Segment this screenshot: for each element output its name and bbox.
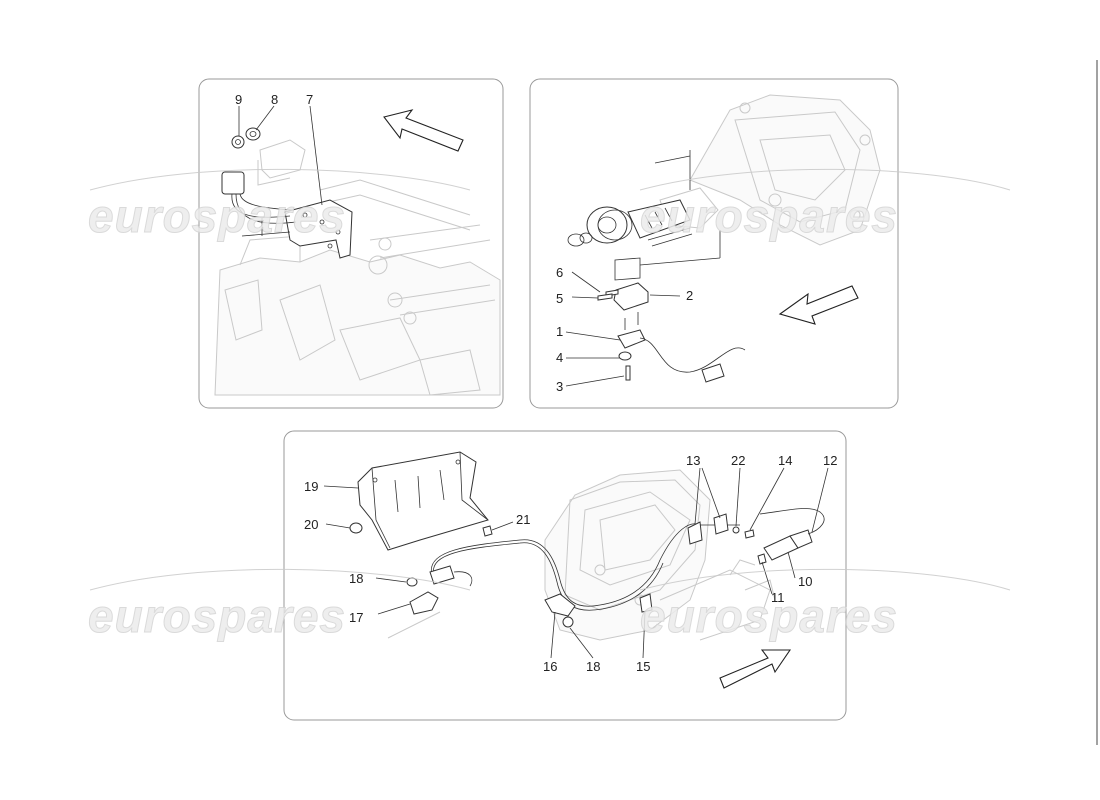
panel-top-left: 9 8 7 xyxy=(198,78,504,409)
callout-2: 2 xyxy=(686,288,693,303)
watermark-bottom-left: eurospares xyxy=(88,590,346,642)
direction-arrow-top-left xyxy=(383,109,464,152)
callout-11: 11 xyxy=(771,590,785,605)
transmission-ghost-outline xyxy=(544,469,776,641)
watermark-bottom-right: eurospares xyxy=(640,590,898,642)
callout-10: 10 xyxy=(798,574,812,589)
sensor-bracket-1 xyxy=(617,329,646,349)
callout-4: 4 xyxy=(556,350,563,365)
callout-13: 13 xyxy=(686,453,700,468)
sensor-bracket xyxy=(284,199,353,259)
callout-18-bottom: 18 xyxy=(586,659,600,674)
callout-20: 20 xyxy=(304,517,318,532)
callout-1: 1 xyxy=(556,324,563,339)
panel-top-right: 6 5 1 4 3 2 xyxy=(529,78,899,409)
sensor-plug xyxy=(701,363,725,383)
callout-8: 8 xyxy=(271,92,278,107)
callout-15: 15 xyxy=(636,659,650,674)
watermark-layer: eurospares eurospares eurospares eurospa… xyxy=(88,168,1011,643)
callout-7: 7 xyxy=(306,92,313,107)
callout-3: 3 xyxy=(556,379,563,394)
sensor-connector xyxy=(221,171,245,195)
watermark-top-right: eurospares xyxy=(640,190,898,242)
direction-arrow-top-right xyxy=(778,285,859,325)
panel-bottom: 19 20 18 17 21 16 18 15 13 22 14 12 10 1… xyxy=(283,430,847,721)
callout-6: 6 xyxy=(556,265,563,280)
callout-5: 5 xyxy=(556,291,563,306)
washer-8 xyxy=(245,127,261,141)
nut-9 xyxy=(231,135,245,149)
callout-18-left: 18 xyxy=(349,571,363,586)
clutch-position-sensor xyxy=(613,282,649,311)
callout-12: 12 xyxy=(823,453,837,468)
direction-arrow-bottom xyxy=(719,649,792,689)
clutch-disc xyxy=(586,206,628,244)
callout-16: 16 xyxy=(543,659,557,674)
callout-17: 17 xyxy=(349,610,363,625)
gearbox-ghost-outline xyxy=(214,179,501,396)
callout-22: 22 xyxy=(731,453,745,468)
callout-19: 19 xyxy=(304,479,318,494)
nut-20 xyxy=(349,522,363,534)
callout-21: 21 xyxy=(516,512,530,527)
callout-14: 14 xyxy=(778,453,792,468)
sensor-cable xyxy=(430,523,740,607)
watermark-top-left: eurospares xyxy=(88,190,346,242)
bracket-17 xyxy=(409,591,439,615)
callout-9: 9 xyxy=(235,92,242,107)
